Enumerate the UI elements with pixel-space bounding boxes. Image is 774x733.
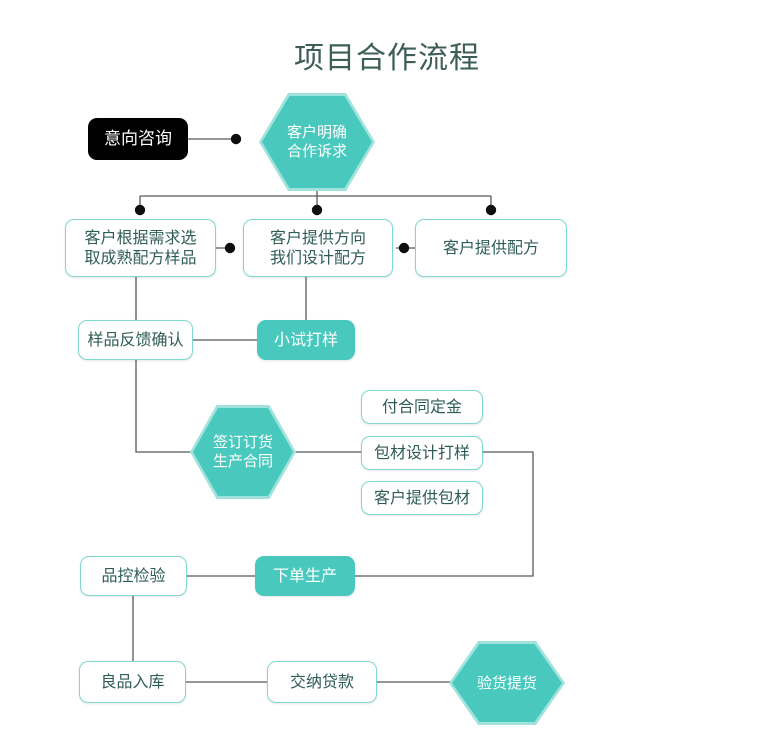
node-pay-contract-deposit[interactable]: 付合同定金 (361, 390, 483, 424)
node-packaging-design-sample[interactable]: 包材设计打样 (361, 436, 483, 470)
connector-endpoint-dot (230, 133, 242, 145)
node-client-provides-packaging[interactable]: 客户提供包材 (361, 481, 483, 515)
connector-endpoint-dot (485, 204, 497, 216)
node-good-products-warehousing[interactable]: 良品入库 (79, 661, 186, 703)
connector-endpoint-dot (224, 242, 236, 254)
node-place-production-order[interactable]: 下单生产 (255, 556, 355, 596)
node-trial-sampling[interactable]: 小试打样 (257, 320, 355, 360)
node-client-clear-demand[interactable]: 客户明确 合作诉求 (262, 96, 372, 188)
node-intent-consult[interactable]: 意向咨询 (88, 118, 188, 160)
node-client-direction-we-design[interactable]: 客户提供方向 我们设计配方 (243, 219, 393, 277)
node-quality-inspection[interactable]: 品控检验 (80, 556, 187, 596)
node-select-mature-formula[interactable]: 客户根据需求选 取成熟配方样品 (65, 219, 216, 277)
connector-e-feedback-to-contract (135, 360, 205, 453)
node-client-provides-formula[interactable]: 客户提供配方 (415, 219, 567, 277)
node-pay-balance[interactable]: 交纳贷款 (267, 661, 377, 703)
node-sample-feedback-confirm[interactable]: 样品反馈确认 (78, 320, 193, 360)
connector-endpoint-dot (398, 242, 410, 254)
connector-endpoint-dot (311, 204, 323, 216)
page-title: 项目合作流程 (294, 41, 480, 76)
connector-endpoint-dot (134, 204, 146, 216)
